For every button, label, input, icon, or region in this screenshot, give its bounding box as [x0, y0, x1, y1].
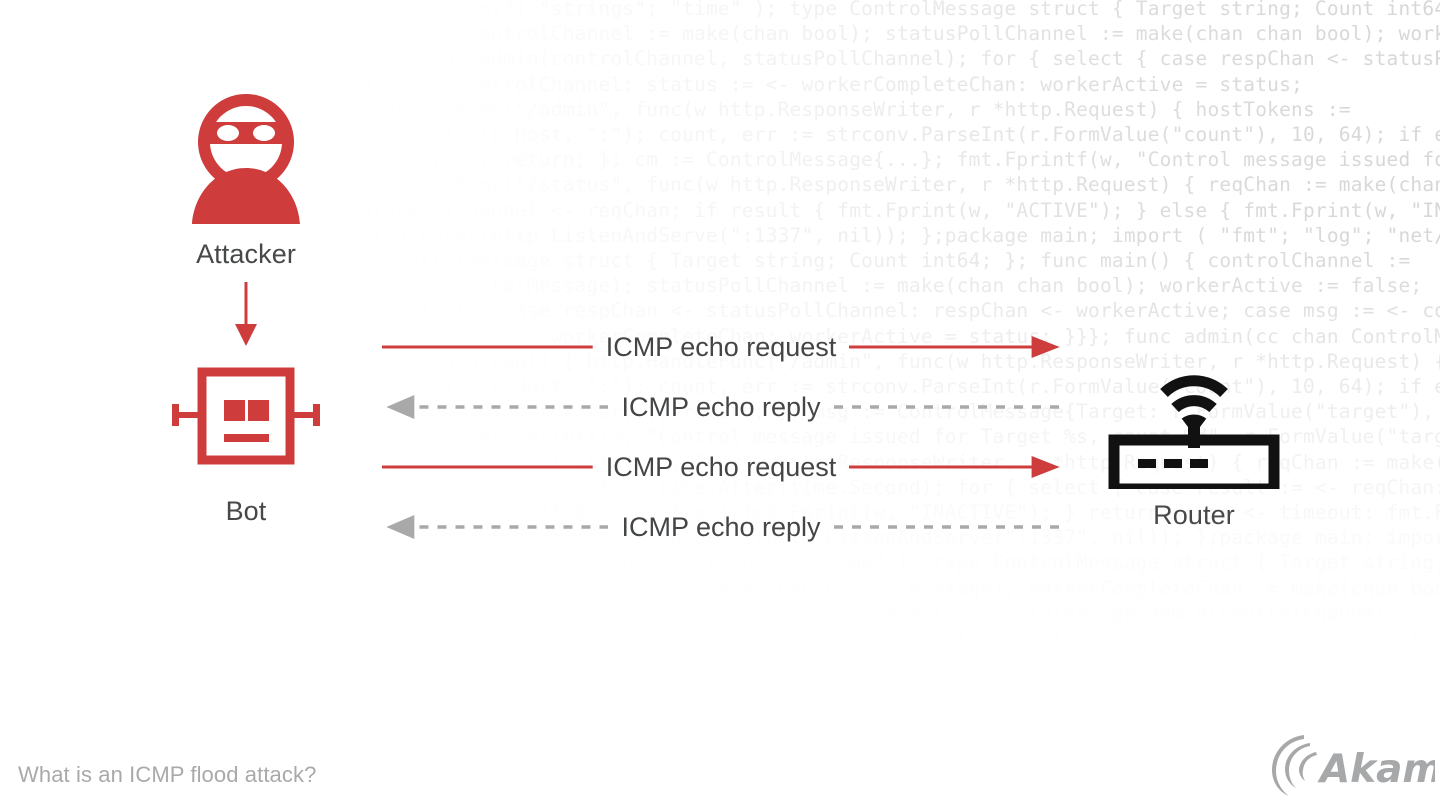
- akamai-logo: Akamai: [1270, 732, 1440, 798]
- code-line: http.HandleFunc("/admin", func(w http.Re…: [300, 97, 1351, 121]
- code-line: for { select { case respChan <- statusPo…: [323, 299, 1440, 323]
- message-row-icmp-echo-request-2: ICMP echo request: [382, 447, 1060, 487]
- attacker-masked-person-icon: [192, 94, 300, 224]
- code-line: func main() { controlChannel := make(cha…: [300, 576, 1440, 600]
- message-line-right-segment-with-arrowhead: [849, 327, 1060, 367]
- router-wifi-icon: [1108, 375, 1280, 495]
- attacker-to-bot-arrow-icon: [235, 282, 257, 346]
- node-bot: Bot: [136, 360, 356, 527]
- code-line: make(chan ControlMessage); statusPollCha…: [300, 274, 1423, 298]
- code-line: := false; go admin(controlChannel, statu…: [323, 47, 1440, 71]
- code-line: ontext"; "strconv"; "strings"; "time" );…: [300, 0, 1440, 20]
- node-label-router: Router: [1153, 500, 1235, 530]
- code-line: http.HandleFunc("/admin", func(w http.Re…: [323, 702, 1440, 726]
- code-line: <- workerCompleteChan: workerActive = st…: [335, 677, 1440, 701]
- node-label-attacker: Attacker: [196, 239, 296, 269]
- message-label: ICMP echo request: [605, 451, 837, 482]
- message-row-icmp-echo-reply-2: ICMP echo reply: [382, 507, 1060, 547]
- message-line-left-segment-with-arrowhead: [382, 507, 608, 547]
- message-line-left-segment-with-arrowhead: [382, 387, 608, 427]
- code-line: msg := <- controlChannel; workerActive =…: [300, 652, 1440, 676]
- message-label: ICMP echo reply: [621, 511, 821, 542]
- code-line: statusPollChannel := make(chan chan bool…: [300, 601, 1399, 625]
- message-label: ICMP echo reply: [621, 391, 821, 422]
- code-line: "log"; "net/http"; "strconv"; "strings";…: [323, 551, 1440, 575]
- code-line: }); log.Fatal(http.ListenAndServe(":1337…: [300, 223, 1440, 247]
- code-line: statusPollChannel); for { select { case …: [300, 627, 1440, 651]
- message-line-right-segment: [834, 507, 1060, 547]
- bot-robot-face-icon: [172, 367, 320, 465]
- message-line-left-segment: [382, 447, 593, 487]
- code-line: type ControlMessage struct { Target stri…: [300, 249, 1411, 273]
- message-label: ICMP echo request: [605, 331, 837, 362]
- node-label-bot: Bot: [225, 496, 267, 526]
- message-line-left-segment: [382, 327, 593, 367]
- node-router: Router: [1084, 344, 1304, 531]
- message-row-icmp-echo-reply-1: ICMP echo reply: [382, 387, 1060, 427]
- akamai-logo-wordmark: Akamai: [1317, 747, 1435, 792]
- code-line: func main() { controlChannel := make(cha…: [300, 22, 1440, 46]
- message-line-right-segment: [834, 387, 1060, 427]
- slide-caption: What is an ICMP flood attack?: [18, 762, 317, 787]
- node-attacker: Attacker: [136, 88, 356, 270]
- code-line: http.HandleFunc("/status", func(w http.R…: [300, 173, 1440, 197]
- message-line-right-segment-with-arrowhead: [849, 447, 1060, 487]
- code-line: strings.Split(r.Host, ":"); count, err :…: [323, 123, 1440, 147]
- message-row-icmp-echo-request-1: ICMP echo request: [382, 327, 1060, 367]
- code-line: statusPollChannel <- reqChan; if result …: [335, 198, 1440, 222]
- code-line: err.Error()); return; }; cm := ControlMe…: [335, 148, 1440, 172]
- code-line: msg := <- controlChannel; status := <- w…: [300, 72, 1303, 96]
